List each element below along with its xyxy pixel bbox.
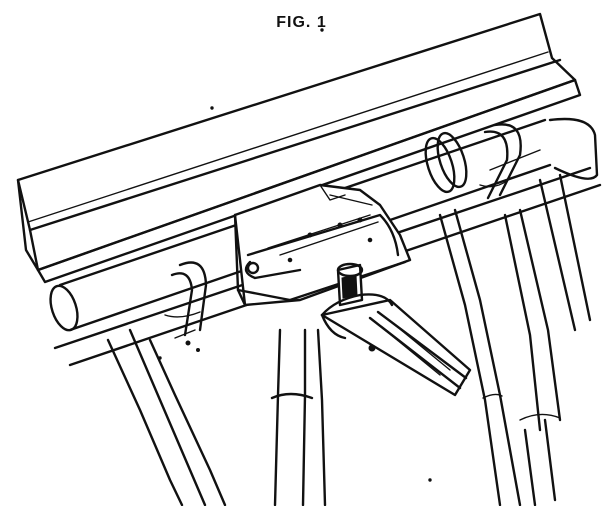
print-specks	[158, 28, 432, 482]
figure-title: FIG. 1	[276, 14, 327, 31]
u-bolt-right	[479, 123, 522, 200]
tube-coupling	[424, 131, 468, 194]
support-legs	[106, 173, 592, 506]
adjustable-wrench	[320, 262, 472, 397]
u-bolt-left	[164, 261, 208, 352]
clamp-bracket	[233, 183, 412, 307]
angle-rail	[16, 12, 582, 284]
